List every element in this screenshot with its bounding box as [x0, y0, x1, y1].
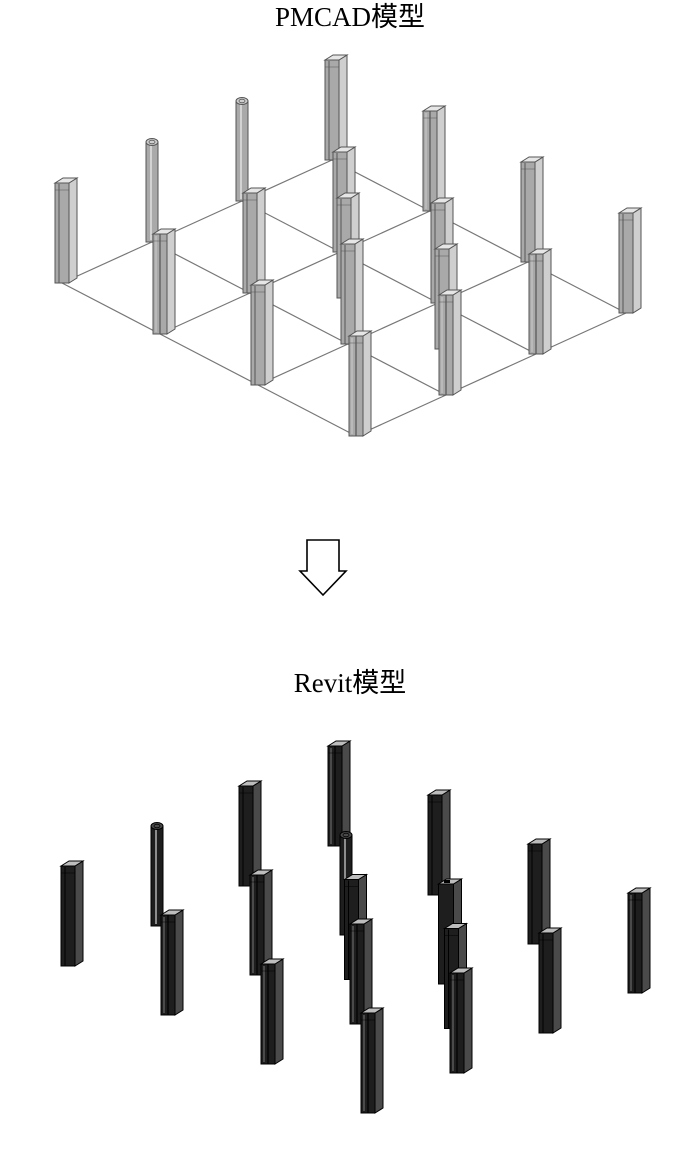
- pmcad-column: [347, 330, 373, 437]
- pmcad-column: [421, 105, 447, 212]
- pmcad-columns: [53, 54, 643, 437]
- revit-column: [359, 1007, 385, 1114]
- pmcad-column: [249, 279, 275, 386]
- revit-column: [259, 958, 285, 1065]
- pmcad-beam-line: [257, 384, 357, 437]
- pmcad-column: [235, 97, 249, 202]
- pmcad-column: [519, 156, 545, 263]
- revit-columns: [59, 740, 652, 1114]
- pmcad-column: [145, 138, 159, 243]
- pmcad-model-caption: PMCAD模型: [274, 2, 426, 32]
- revit-column: [626, 887, 652, 994]
- pmcad-model-diagram: [53, 54, 643, 437]
- revit-column: [59, 860, 85, 967]
- revit-model-caption: Revit模型: [293, 668, 407, 698]
- revit-column: [150, 822, 164, 927]
- pmcad-column: [527, 248, 553, 355]
- pmcad-column: [437, 289, 463, 396]
- revit-column: [159, 909, 185, 1016]
- revit-column: [448, 967, 474, 1074]
- down-arrow-outline-icon: [298, 539, 348, 597]
- pmcad-beam-line: [61, 282, 161, 335]
- pmcad-column: [151, 228, 177, 335]
- revit-column: [537, 927, 563, 1034]
- pmcad-column: [53, 177, 79, 284]
- pmcad-column: [339, 238, 365, 345]
- pmcad-column: [617, 207, 643, 314]
- pmcad-column: [323, 54, 349, 161]
- revit-column: [526, 838, 552, 945]
- revit-column: [326, 740, 352, 847]
- pmcad-beam-line: [159, 333, 259, 386]
- revit-column: [426, 789, 452, 896]
